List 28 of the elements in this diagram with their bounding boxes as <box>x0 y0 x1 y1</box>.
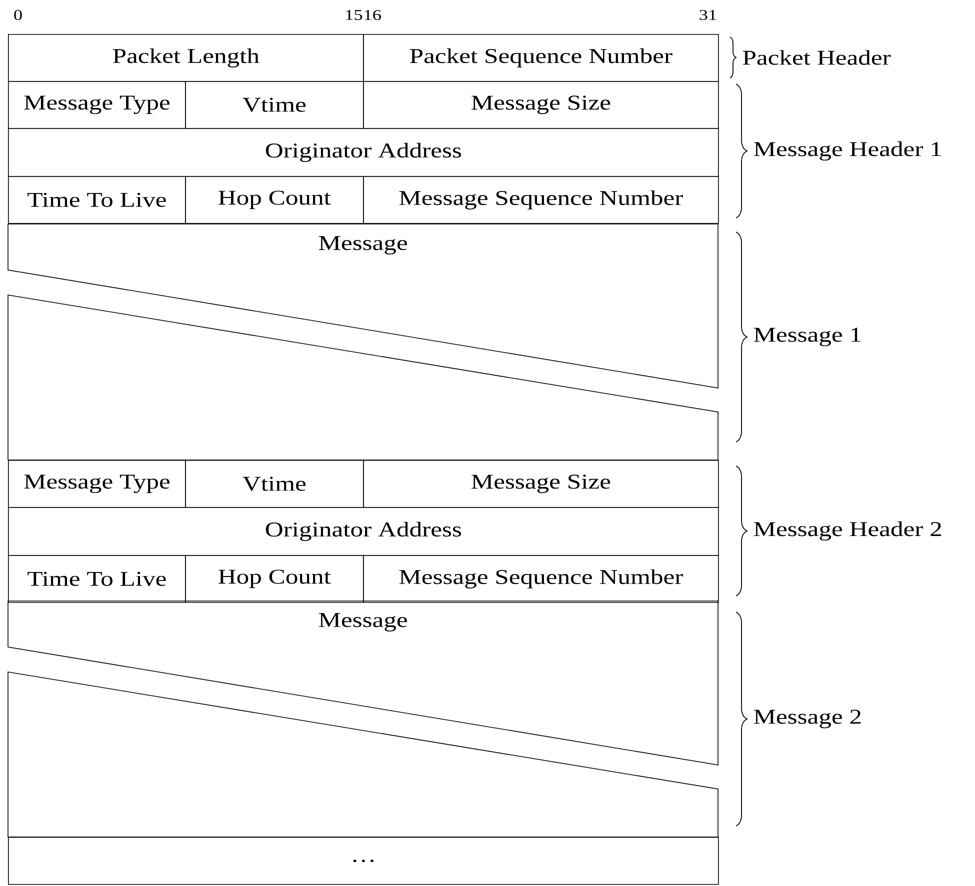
field-cell: … <box>8 836 719 885</box>
field-cell: Message Type <box>8 460 186 508</box>
brace-label: Message 1 <box>754 328 860 346</box>
field-cell: Message Size <box>363 460 719 508</box>
field-cell: Packet Length <box>8 34 364 82</box>
bit-number: 16 <box>364 10 381 20</box>
brace-label: Message Header 2 <box>754 521 941 541</box>
brace-label: Message Header 1 <box>754 141 941 161</box>
field-cell: Message Size <box>363 81 719 129</box>
bit-number: 31 <box>700 10 716 20</box>
field-cell: Hop Count <box>185 176 364 224</box>
field-cell: Time To Live <box>8 554 186 603</box>
field-cell: Packet Sequence Number <box>363 34 719 82</box>
bit-number: 0 <box>14 10 22 20</box>
message-block: Message <box>8 224 718 460</box>
field-cell: Message Sequence Number <box>363 554 719 603</box>
field-cell: Time To Live <box>8 176 186 224</box>
field-cell: Originator Address <box>8 128 719 177</box>
bit-number: 15 <box>346 10 362 20</box>
field-cell: Message Sequence Number <box>363 176 719 224</box>
field-cell: Vtime <box>185 81 364 129</box>
brace-label: Message 2 <box>754 710 861 728</box>
field-cell: Originator Address <box>8 506 719 556</box>
field-cell: Message Type <box>8 81 186 129</box>
brace-label: Packet Header <box>742 50 891 65</box>
field-cell: Vtime <box>185 460 364 508</box>
message-block: Message <box>8 600 718 838</box>
field-cell: Hop Count <box>185 554 364 603</box>
